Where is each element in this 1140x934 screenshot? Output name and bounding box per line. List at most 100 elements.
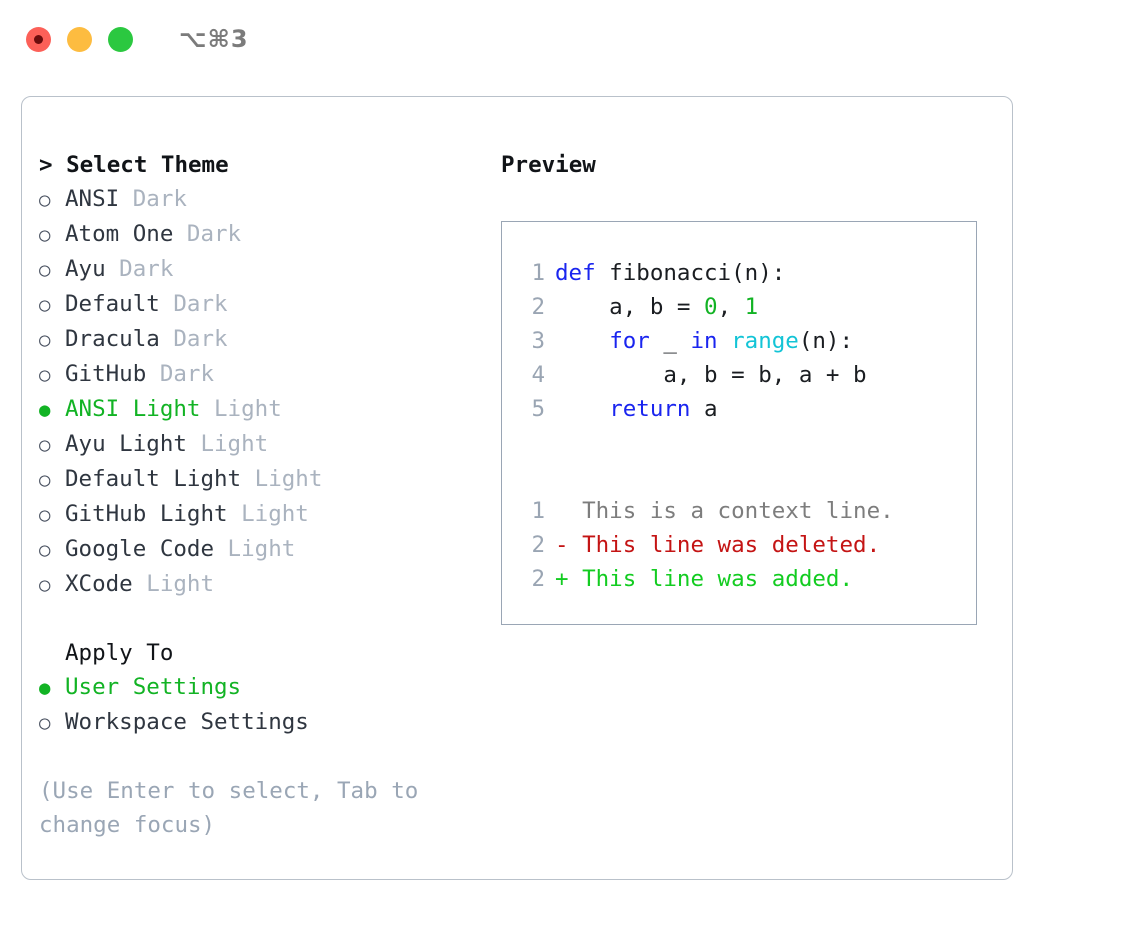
code-token: range — [731, 328, 799, 354]
code-token: in — [690, 328, 718, 354]
radio-unselected-icon: ○ — [39, 259, 51, 281]
theme-option-badge: Dark — [105, 256, 174, 282]
theme-option-label: Google Code — [65, 536, 215, 562]
diff-marker: + — [555, 566, 583, 592]
list-spacer — [39, 602, 489, 636]
apply-to-list: ● User Settings ○ Workspace Settings — [39, 670, 489, 740]
code-token: fibonacci(n): — [595, 260, 786, 286]
theme-option-badge: Dark — [119, 186, 187, 212]
theme-option-default[interactable]: ○Default Dark — [39, 287, 489, 322]
apply-to-option-label: User Settings — [65, 674, 242, 700]
theme-option-label: ANSI — [65, 186, 120, 212]
theme-list: ○ANSI Dark○Atom One Dark○Ayu Dark○Defaul… — [39, 182, 489, 602]
code-line-content: a, b = b, a + b — [555, 358, 866, 392]
theme-option-google-code[interactable]: ○ Google Code Light — [39, 532, 489, 567]
title-bar: ⌥⌘3 — [0, 0, 1140, 78]
code-token — [555, 396, 609, 422]
theme-option-badge: Light — [214, 536, 296, 562]
theme-option-ansi-light[interactable]: ● ANSI Light Light — [39, 392, 489, 427]
diff-line-number: 2 — [531, 566, 545, 592]
code-line-content: def fibonacci(n): — [555, 256, 785, 290]
theme-option-github[interactable]: ○ GitHub Dark — [39, 357, 489, 392]
theme-option-xcode[interactable]: ○ XCode Light — [39, 567, 489, 602]
keyboard-shortcut-label: ⌥⌘3 — [179, 25, 249, 53]
theme-option-atom-one[interactable]: ○Atom One Dark — [39, 217, 489, 252]
radio-unselected-icon: ○ — [39, 294, 51, 316]
code-diff-spacer-2 — [502, 460, 976, 494]
radio-unselected-icon: ○ — [39, 539, 51, 561]
code-line-number: 5 — [531, 396, 545, 422]
theme-option-ayu[interactable]: ○ Ayu Dark — [39, 252, 489, 287]
theme-option-label: Atom One — [65, 221, 174, 247]
code-diff-spacer — [502, 426, 976, 460]
code-line: 5 return a — [502, 392, 976, 426]
theme-option-badge: Light — [186, 431, 269, 457]
code-token — [718, 328, 732, 354]
code-line-content: a, b = 0, 1 — [555, 290, 758, 324]
theme-option-ansi[interactable]: ○ ANSI Dark — [39, 182, 489, 217]
theme-option-label: Ayu Light — [65, 431, 187, 457]
diff-line-text: This line was deleted. — [582, 532, 881, 558]
diff-line-number: 1 — [531, 498, 545, 524]
radio-unselected-icon: ○ — [39, 712, 51, 734]
theme-option-github-light[interactable]: ○GitHub Light Light — [39, 497, 489, 532]
radio-unselected-icon: ○ — [39, 574, 51, 596]
radio-unselected-icon: ○ — [39, 189, 51, 211]
theme-option-badge: Light — [241, 466, 323, 492]
theme-option-badge: Light — [132, 571, 215, 597]
diff-sample: 1 This is a context line.2- This line wa… — [502, 494, 976, 596]
theme-option-badge: Light — [227, 501, 309, 527]
preview-header: Preview — [501, 152, 596, 178]
code-line-content: return a — [555, 392, 718, 426]
theme-option-badge: Dark — [159, 291, 228, 317]
code-token: return — [609, 396, 691, 422]
diff-line-add: 2 + This line was added. — [502, 562, 976, 596]
radio-unselected-icon: ○ — [39, 364, 51, 386]
diff-line-text: This line was added. — [582, 566, 854, 592]
theme-option-badge: Light — [200, 396, 282, 422]
radio-selected-icon: ● — [39, 677, 51, 699]
code-line-number: 4 — [531, 362, 545, 388]
theme-option-badge: Dark — [146, 361, 215, 387]
theme-option-label: XCode — [65, 571, 133, 597]
maximize-button[interactable] — [108, 26, 133, 52]
code-token: , — [717, 294, 745, 320]
theme-option-dracula[interactable]: ○Dracula Dark — [39, 322, 489, 357]
code-line-number: 2 — [531, 294, 545, 320]
code-line-content: for _ in range(n): — [555, 324, 853, 358]
theme-option-badge: Dark — [173, 221, 242, 247]
code-token: a, b = — [555, 294, 705, 320]
code-token: 0 — [704, 294, 718, 320]
theme-list-column: > Select Theme ○ANSI Dark○Atom One Dark○… — [39, 148, 489, 842]
code-token: (n): — [798, 328, 854, 354]
theme-option-default-light[interactable]: ○Default Light Light — [39, 462, 489, 497]
diff-marker: - — [555, 532, 583, 558]
theme-option-ayu-light[interactable]: ○ Ayu Light Light — [39, 427, 489, 462]
theme-option-label: ANSI Light — [65, 396, 201, 422]
theme-option-badge: Dark — [159, 326, 228, 352]
apply-to-option-label: Workspace Settings — [65, 709, 309, 735]
diff-line-del: 2- This line was deleted. — [502, 528, 976, 562]
diff-marker — [555, 494, 582, 528]
code-token: def — [555, 260, 596, 286]
window-controls — [26, 26, 133, 52]
theme-option-label: GitHub — [65, 361, 147, 387]
radio-unselected-icon: ○ — [39, 504, 51, 526]
code-token: _ — [649, 328, 691, 354]
theme-option-label: Ayu — [65, 256, 106, 282]
radio-selected-icon: ● — [39, 399, 51, 421]
main-panel: > Select Theme ○ANSI Dark○Atom One Dark○… — [21, 96, 1013, 880]
radio-unselected-icon: ○ — [39, 329, 51, 351]
apply-to-option-user-settings[interactable]: ● User Settings — [39, 670, 489, 705]
apply-to-option-workspace-settings[interactable]: ○ Workspace Settings — [39, 705, 489, 740]
radio-unselected-icon: ○ — [39, 434, 51, 456]
code-token: for — [609, 328, 650, 354]
close-button[interactable] — [26, 26, 51, 52]
minimize-button[interactable] — [67, 26, 92, 52]
code-line: 4 a, b = b, a + b — [502, 358, 976, 392]
code-line: 3 for _ in range(n): — [502, 324, 976, 358]
code-token: a — [690, 396, 718, 422]
